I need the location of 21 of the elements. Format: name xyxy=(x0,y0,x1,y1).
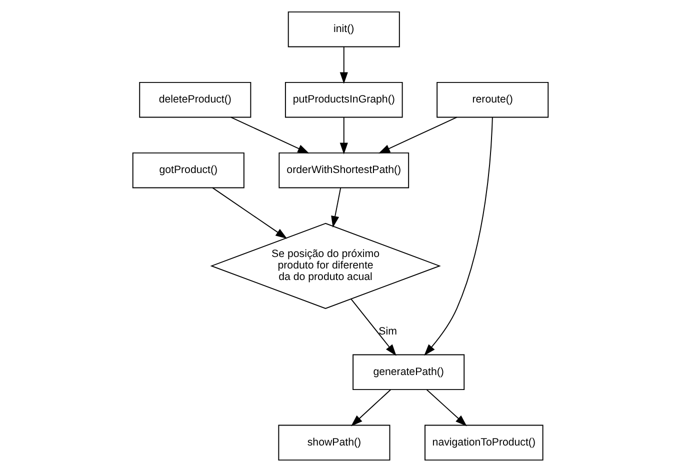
arrow xyxy=(340,46,348,84)
arrow xyxy=(350,389,392,426)
arrow xyxy=(340,116,348,154)
arrow xyxy=(212,187,288,239)
arrow xyxy=(424,116,493,356)
arrow xyxy=(331,188,342,228)
arrow xyxy=(378,116,458,154)
node-box: generatePath() xyxy=(352,354,465,390)
node-box: showPath() xyxy=(278,424,390,461)
arrow xyxy=(350,298,396,356)
node-box: deleteProduct() xyxy=(139,82,252,118)
node-diamond: Se posição do próximo produto for diferente da do produto acual xyxy=(210,222,441,309)
node-box: init() xyxy=(288,11,400,48)
edge-label: Sim xyxy=(378,325,397,338)
node-box: navigationToProduct() xyxy=(424,424,544,461)
node-box: putProductsInGraph() xyxy=(284,82,403,118)
node-box: orderWithShortestPath() xyxy=(278,152,410,188)
node-box: gotProduct() xyxy=(132,152,244,188)
node-box: reroute() xyxy=(436,82,549,118)
arrow xyxy=(426,389,467,426)
arrow xyxy=(230,116,310,154)
